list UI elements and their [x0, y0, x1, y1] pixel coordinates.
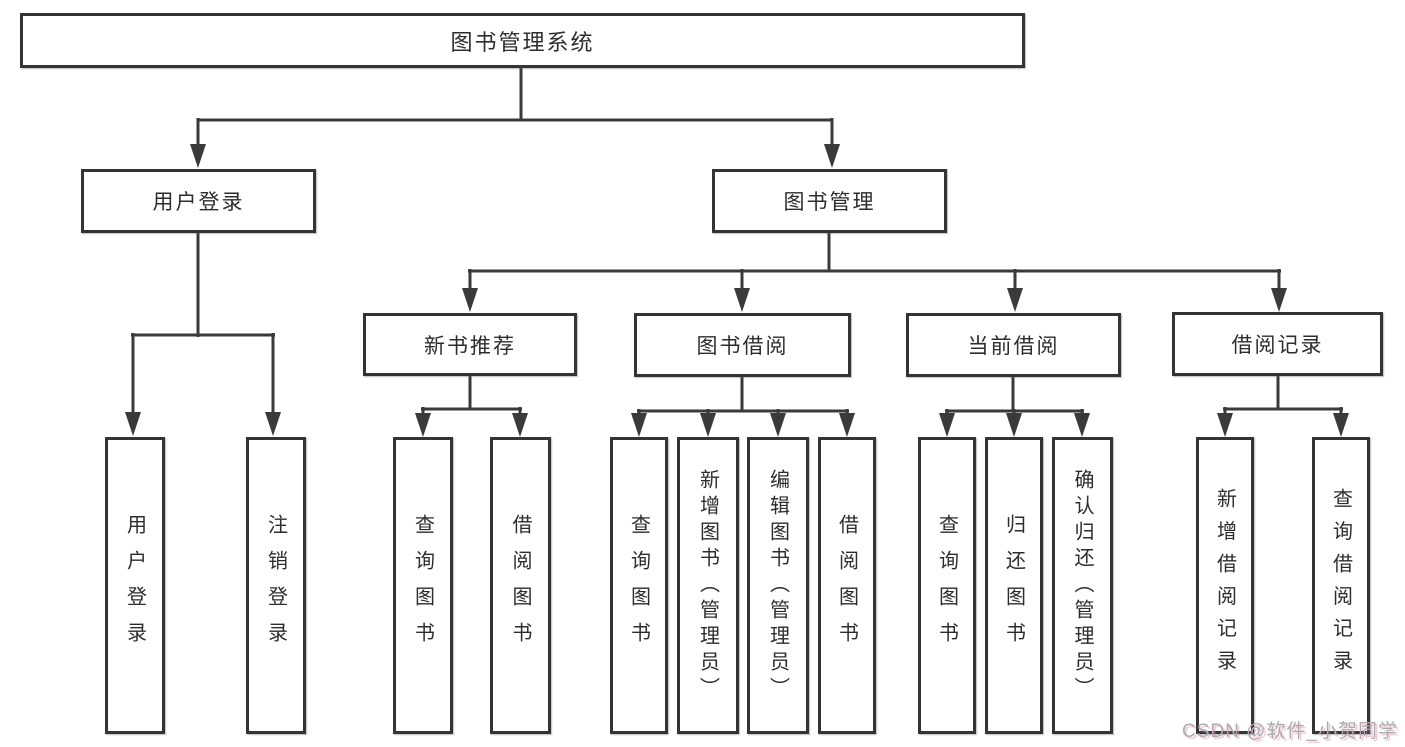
node-label: 注销登录 [264, 513, 287, 658]
node-label: 借阅记录 [1231, 334, 1324, 357]
node-query-books-recommend: 查询图书 [393, 437, 453, 734]
node-label: 查询图书 [935, 513, 958, 658]
node-query-books-borrow: 查询图书 [610, 437, 668, 734]
node-query-books-current: 查询图书 [918, 437, 976, 734]
node-confirm-return-admin: 确认归还（管理员） [1052, 437, 1113, 734]
node-label: 确认归还（管理员） [1071, 468, 1093, 703]
node-book-management: 图书管理 [712, 169, 947, 233]
node-label: 查询借阅记录 [1329, 488, 1352, 683]
node-logout: 注销登录 [246, 437, 306, 734]
node-add-books-admin: 新增图书（管理员） [677, 437, 739, 734]
node-borrowing-records: 借阅记录 [1172, 312, 1383, 376]
watermark: CSDN @软件_小贺同学 [1182, 721, 1398, 742]
node-label: 借阅图书 [835, 513, 858, 658]
node-current-borrowing: 当前借阅 [906, 313, 1121, 377]
node-user-login: 用户登录 [81, 169, 316, 233]
node-label: 图书管理 [783, 191, 876, 214]
node-borrow-books-recommend: 借阅图书 [490, 437, 551, 734]
node-book-borrowing: 图书借阅 [634, 313, 851, 377]
node-label: 编辑图书（管理员） [766, 468, 789, 703]
node-label: 新增借阅记录 [1213, 488, 1236, 683]
node-label: 用户登录 [152, 191, 245, 214]
node-new-book-recommend: 新书推荐 [363, 313, 577, 376]
node-edit-books-admin: 编辑图书（管理员） [747, 437, 809, 734]
node-label: 当前借阅 [967, 335, 1060, 358]
node-label: 归还图书 [1002, 513, 1025, 658]
node-label: 图书管理系统 [450, 29, 595, 55]
node-label: 图书借阅 [696, 335, 789, 358]
node-return-books: 归还图书 [985, 437, 1043, 734]
node-query-borrow-record: 查询借阅记录 [1312, 437, 1370, 734]
node-library-management-system: 图书管理系统 [20, 13, 1025, 68]
node-label: 新增图书（管理员） [696, 468, 719, 703]
node-label: 新书推荐 [424, 334, 516, 358]
node-label: 查询图书 [627, 513, 650, 658]
node-add-borrow-record: 新增借阅记录 [1196, 437, 1254, 734]
node-user-login-leaf: 用户登录 [105, 437, 165, 734]
node-borrow-books: 借阅图书 [818, 437, 876, 734]
node-label: 用户登录 [123, 513, 146, 658]
node-label: 查询图书 [411, 513, 434, 658]
node-label: 借阅图书 [509, 513, 531, 658]
